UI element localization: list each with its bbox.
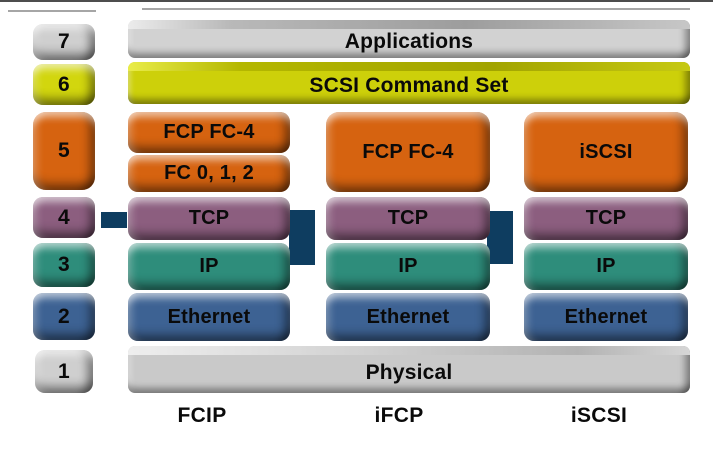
physical-bar: Physical: [128, 346, 690, 393]
column-label-fcip: FCIP: [177, 404, 227, 427]
top-rule-gray-left: [8, 10, 96, 12]
osi-layer-4-box: 4: [33, 197, 95, 238]
column-label-ifcp: iFCP: [374, 404, 424, 427]
osi-layer-3-box: 3: [33, 243, 95, 287]
ifcp-fcp-fc4-box: FCP FC-4: [326, 112, 490, 192]
iscsi-ip-box: IP: [524, 243, 688, 290]
ifcp-tcp-box: TCP: [326, 197, 490, 240]
column-label-iscsi: iSCSI: [570, 404, 628, 427]
iscsi-protocol-box: iSCSI: [524, 112, 688, 192]
osi-layer-1-box: 1: [35, 350, 93, 393]
applications-bar: Applications: [128, 20, 690, 58]
osi-layer-2-box: 2: [33, 293, 95, 340]
fcip-fcp-fc4-box: FCP FC-4: [128, 112, 290, 153]
ifcp-ip-box: IP: [326, 243, 490, 290]
fcip-fc012-box: FC 0, 1, 2: [128, 155, 290, 192]
connector-fcip-ifcp: [289, 210, 315, 265]
fcip-ethernet-box: Ethernet: [128, 293, 290, 341]
fcip-ip-box: IP: [128, 243, 290, 290]
connector-ifcp-iscsi: [487, 211, 513, 264]
top-rule-gray-main: [142, 8, 690, 10]
top-rule-dark: [0, 0, 713, 2]
osi-layer-7-box: 7: [33, 24, 95, 60]
scsi-command-set-bar: SCSI Command Set: [128, 62, 690, 104]
ifcp-ethernet-box: Ethernet: [326, 293, 490, 341]
iscsi-ethernet-box: Ethernet: [524, 293, 688, 341]
fcip-tcp-box: TCP: [128, 197, 290, 240]
connector-layer4-left: [101, 212, 127, 228]
osi-layer-6-box: 6: [33, 64, 95, 105]
iscsi-tcp-box: TCP: [524, 197, 688, 240]
osi-layer-5-box: 5: [33, 112, 95, 190]
